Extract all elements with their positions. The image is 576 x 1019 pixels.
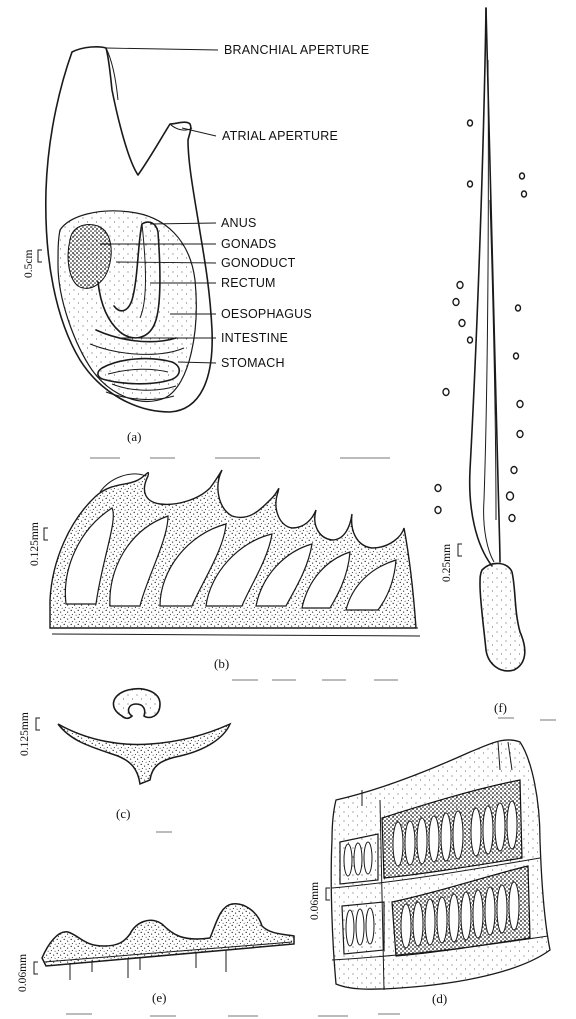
caption-f: (f) [494,700,507,715]
leader-atrial [182,128,216,136]
label-rectum: RECTUM [221,276,276,290]
comb-base-line-2 [52,634,420,636]
label-intestine: INTESTINE [221,331,288,345]
caption-a: (a) [127,429,141,444]
label-branchial-aperture: BRANCHIAL APERTURE [224,43,369,57]
scale-bar-f [458,544,462,556]
panel-c: 0.125mm (c) [19,689,230,821]
scale-bar-b [44,528,48,540]
scale-bar-e [34,962,38,974]
caption-e: (e) [152,990,166,1005]
panel-f: 0.25mm (f) [435,8,527,715]
caption-d: (d) [432,991,447,1006]
panel-a: BRANCHIAL APERTURE ATRIAL APERTURE ANUS … [23,43,369,444]
c-ring [113,689,160,719]
scale-c: 0.125mm [19,712,31,756]
label-stomach: STOMACH [221,356,285,370]
scale-a: 0.5cm [23,250,35,278]
spicule-fragments [435,120,527,522]
label-gonads: GONADS [221,237,276,251]
leader-branchial [106,48,218,50]
panel-d: 0.06mm (d) [309,740,550,1006]
label-atrial-aperture: ATRIAL APERTURE [222,129,338,143]
scale-bar-c [36,718,40,730]
scale-d: 0.06mm [309,882,321,920]
spicule-inner [484,60,494,562]
panel-b: 0.125mm (b) [29,470,420,671]
scale-bar-a [38,250,42,262]
caption-b: (b) [214,656,229,671]
scale-e: 0.06mm [17,954,29,992]
papillae-bar [42,904,294,966]
c-bar [58,724,230,784]
spicule-base [480,563,525,670]
label-oesophagus: OESOPHAGUS [221,307,312,321]
caption-c: (c) [116,806,130,821]
scale-f: 0.25mm [441,544,453,582]
scale-bar-d [326,888,330,900]
label-anus: ANUS [221,216,257,230]
scale-b: 0.125mm [29,522,41,566]
panel-e: 0.06mm (e) [17,904,294,1005]
label-gonoduct: GONODUCT [221,256,296,270]
